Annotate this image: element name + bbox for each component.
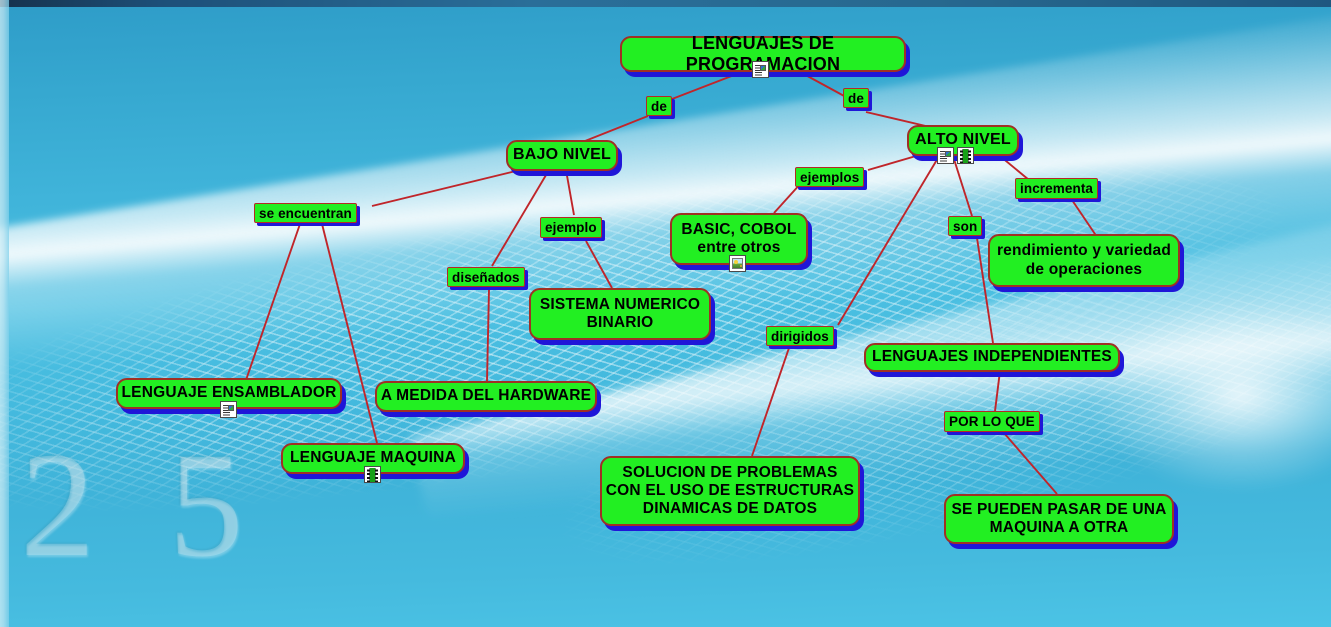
- node-root-attachments[interactable]: [752, 61, 769, 78]
- node-rendimiento-y-variedad[interactable]: rendimiento y variedad de operaciones: [988, 234, 1180, 287]
- background-numerals: 2 5: [20, 422, 262, 588]
- connector-label-ejemplo[interactable]: ejemplo: [540, 217, 602, 238]
- background-left-strip: [0, 0, 9, 627]
- node-a-medida-del-hardware[interactable]: A MEDIDA DEL HARDWARE: [375, 381, 597, 412]
- document-icon[interactable]: [220, 401, 237, 418]
- connector-label-dirigidos[interactable]: dirigidos: [766, 326, 834, 346]
- document-icon[interactable]: [752, 61, 769, 78]
- connector-label-disenados[interactable]: diseñados: [447, 267, 525, 287]
- film-icon[interactable]: [364, 466, 381, 483]
- connector-label-ejemplos[interactable]: ejemplos: [795, 167, 865, 187]
- connector-label-se-encuentran[interactable]: se encuentran: [254, 203, 357, 223]
- connector-label-de-izquierda[interactable]: de: [646, 96, 672, 116]
- node-basic-cobol-attachments[interactable]: [729, 255, 746, 272]
- node-alto-nivel-attachments[interactable]: [937, 147, 974, 164]
- document-icon[interactable]: [937, 147, 954, 164]
- node-lenguaje-ensamblador-attachments[interactable]: [220, 401, 237, 418]
- connector-label-son[interactable]: son: [948, 216, 983, 236]
- picture-icon[interactable]: [729, 255, 746, 272]
- connector-label-incrementa[interactable]: incrementa: [1015, 178, 1099, 199]
- node-lenguaje-maquina-attachments[interactable]: [364, 466, 381, 483]
- node-alto-nivel[interactable]: ALTO NIVEL: [907, 125, 1019, 156]
- node-solucion-de-problemas[interactable]: SOLUCION DE PROBLEMAS CON EL USO DE ESTR…: [600, 456, 860, 526]
- node-sistema-numerico-binario[interactable]: SISTEMA NUMERICO BINARIO: [529, 288, 711, 340]
- node-lenguajes-independientes[interactable]: LENGUAJES INDEPENDIENTES: [864, 343, 1120, 372]
- film-icon[interactable]: [957, 147, 974, 164]
- node-se-pueden-pasar-maquina[interactable]: SE PUEDEN PASAR DE UNA MAQUINA A OTRA: [944, 494, 1174, 544]
- connector-label-por-lo-que[interactable]: POR LO QUE: [944, 411, 1040, 432]
- background-top-strip: [0, 0, 1331, 7]
- node-bajo-nivel[interactable]: BAJO NIVEL: [506, 140, 618, 171]
- background-highlight-glow: [1090, 300, 1331, 490]
- connector-label-de-derecha[interactable]: de: [843, 88, 869, 108]
